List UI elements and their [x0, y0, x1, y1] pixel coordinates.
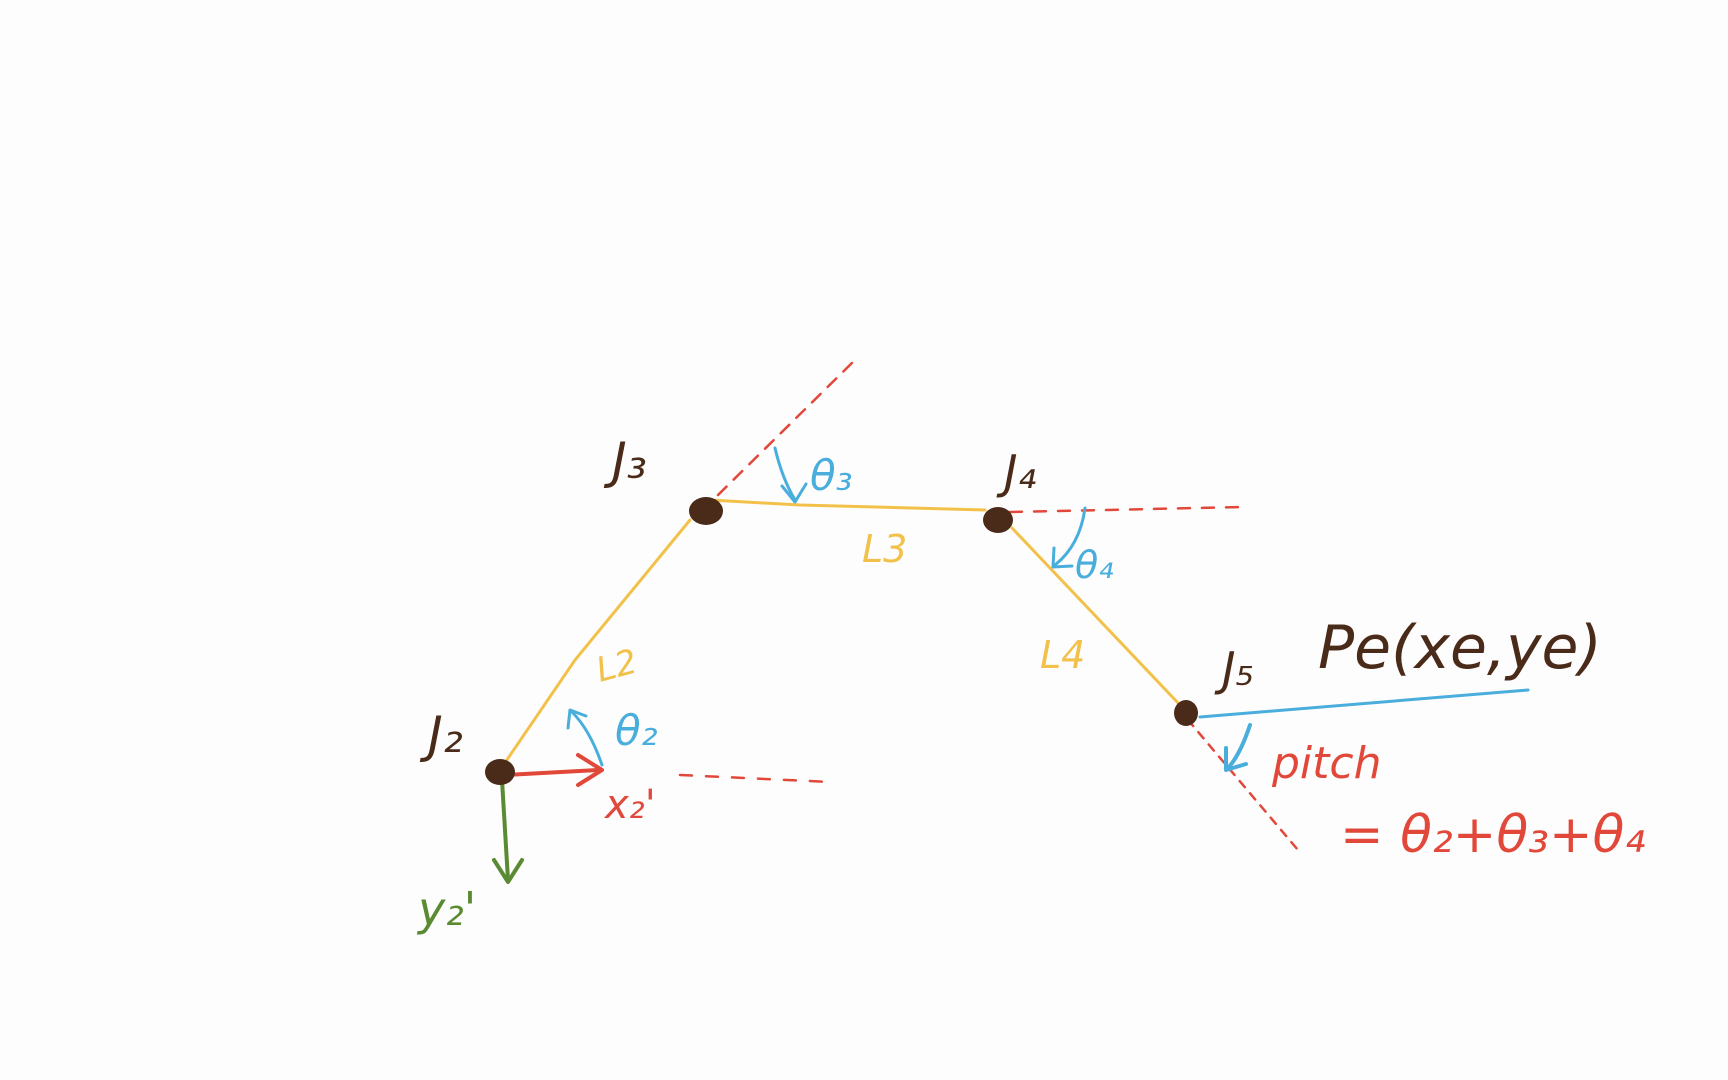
joint-j5-dot — [1174, 700, 1198, 726]
theta3-arrow-head — [780, 482, 808, 504]
joint-j2-dot — [485, 759, 515, 785]
theta4-label: θ₄ — [1075, 543, 1113, 587]
j4-horizontal-dashed — [1008, 505, 1247, 514]
joint-j3-dot — [689, 497, 723, 525]
link-l3-label: L3 — [862, 527, 907, 571]
end-effector-line — [1198, 688, 1530, 719]
y2-axis-label: y₂' — [416, 882, 476, 936]
theta2-arc — [570, 710, 604, 767]
end-effector-label: Pe(xe,ye) — [1318, 613, 1602, 683]
labels: J₂ J₃ J₄ J₅ L2 L3 L4 θ₂ θ₃ θ₄ x₂' y₂' Pe… — [416, 432, 1645, 936]
j2-frame — [492, 753, 604, 884]
j5-extension-dashed — [1186, 718, 1300, 852]
x2-axis-label: x₂' — [603, 782, 656, 828]
angle-arcs — [566, 446, 1252, 772]
joint-j5-label: J₅ — [1214, 642, 1254, 696]
joint-j3-label: J₃ — [603, 432, 647, 490]
j2-horizontal-dashed — [678, 773, 832, 784]
y2-arrow-head — [492, 858, 524, 884]
joint-j4-dot — [983, 507, 1013, 533]
pitch-arrow-head — [1224, 746, 1248, 772]
link-l3 — [708, 498, 987, 512]
joint-j4-label: J₄ — [996, 445, 1036, 499]
link-l4 — [1010, 526, 1182, 707]
theta3-arc — [773, 446, 797, 502]
link-l4-label: L4 — [1040, 633, 1085, 677]
x2-arrow-head — [576, 753, 604, 787]
pitch-label: pitch — [1271, 738, 1381, 789]
j3-extension-dashed — [716, 358, 857, 497]
link-l2-label: L2 — [592, 642, 642, 691]
reference-lines — [678, 358, 1300, 852]
joints — [485, 497, 1198, 785]
pitch-formula: = θ₂+θ₃+θ₄ — [1340, 805, 1645, 865]
links — [498, 498, 1182, 772]
theta4-arrow-head — [1051, 546, 1074, 569]
theta2-label: θ₂ — [615, 706, 658, 755]
x2-axis-arrow — [503, 768, 600, 777]
y2-axis-arrow — [500, 778, 510, 882]
theta4-arc — [1053, 506, 1087, 567]
link-l2 — [498, 518, 692, 772]
theta2-arrow-head — [566, 708, 588, 730]
joint-j2-label: J₂ — [419, 706, 463, 764]
theta3-label: θ₃ — [810, 451, 853, 500]
pitch-arc — [1226, 723, 1252, 770]
